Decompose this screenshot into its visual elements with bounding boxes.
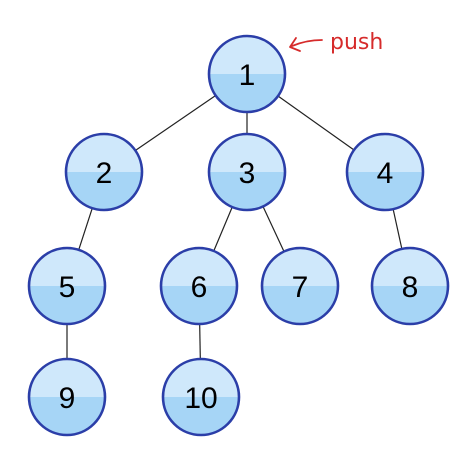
node-label: 4 [377,157,394,190]
edges-layer [66,94,403,360]
node-circle [207,34,287,114]
edge-n4-n8 [392,208,403,250]
edge-n6-n10 [199,323,201,360]
tree-node-2: 2 [64,132,144,212]
node-label: 6 [191,271,208,304]
tree-node-7: 7 [260,246,340,326]
tree-node-10: 10 [161,357,241,437]
node-circle [207,132,287,212]
edge-n3-n6 [213,206,233,252]
node-label: 10 [184,382,217,415]
node-label: 5 [59,271,76,304]
tree-node-9: 9 [27,357,107,437]
node-circle [161,357,241,437]
node-circle [370,246,450,326]
tree-node-6: 6 [159,246,239,326]
push-arrowhead-icon [289,37,301,52]
tree-node-5: 5 [27,246,107,326]
push-label: push [330,30,383,55]
tree-node-8: 8 [370,246,450,326]
node-label: 8 [402,271,419,304]
tree-node-1: 1 [207,34,287,114]
edge-n1-n4 [277,95,355,151]
nodes-layer: 1 2 3 4 5 6 7 8 9 10 [27,34,450,437]
node-circle [260,246,340,326]
edge-n3-n7 [262,206,285,252]
node-circle [27,246,107,326]
edge-n2-n5 [78,207,93,251]
node-label: 3 [239,157,256,190]
node-circle [159,246,239,326]
node-circle [345,132,425,212]
push-arrow-icon [291,39,323,47]
node-label: 7 [292,271,309,304]
node-label: 9 [59,382,76,415]
node-circle [27,357,107,437]
node-label: 2 [96,157,113,190]
push-annotation: push [289,30,383,55]
tree-node-3: 3 [207,132,287,212]
tree-node-4: 4 [345,132,425,212]
node-label: 1 [239,59,256,92]
edge-n1-n2 [135,94,216,152]
node-circle [64,132,144,212]
